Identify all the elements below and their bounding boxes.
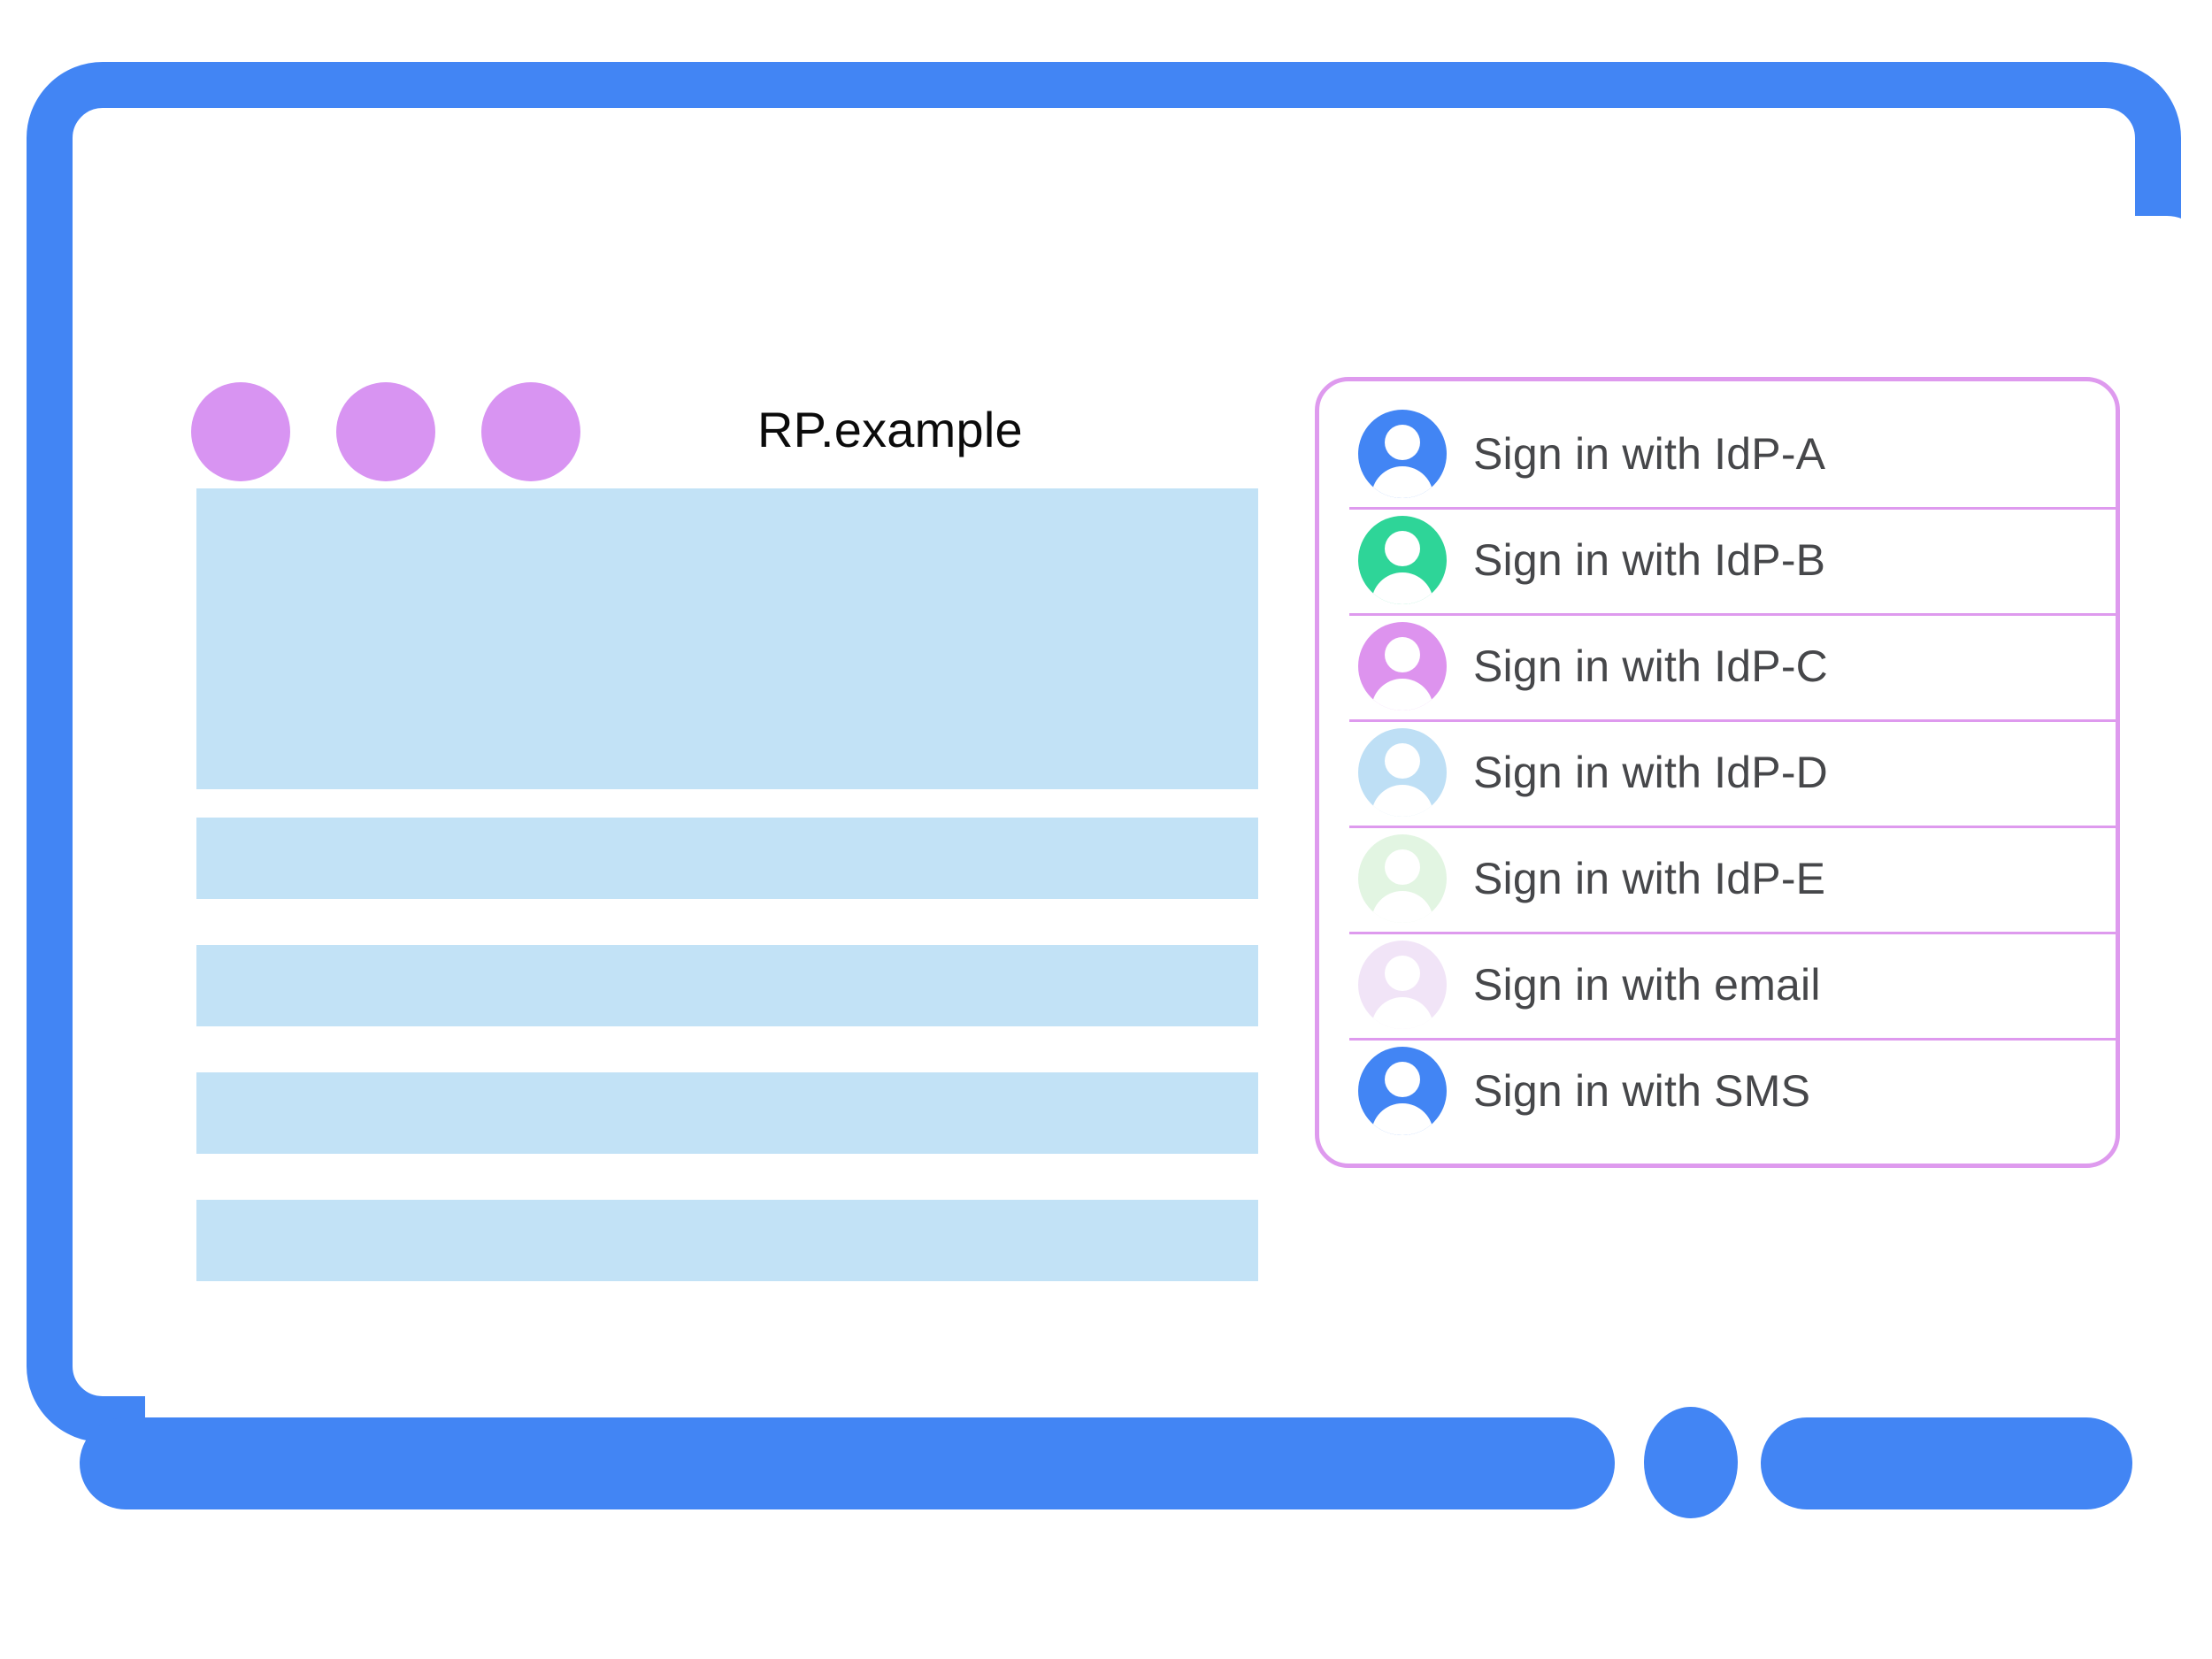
account-row[interactable]: Sign in with IdP-D <box>1319 719 2116 826</box>
avatar-head-shape <box>1385 849 1420 885</box>
avatar-body-shape <box>1371 572 1433 604</box>
avatar-body-shape <box>1371 891 1433 923</box>
person-avatar-icon <box>1358 1047 1447 1135</box>
avatar-head-shape <box>1385 425 1420 460</box>
avatar-body-shape <box>1371 1103 1433 1135</box>
account-row[interactable]: Sign in with IdP-A <box>1319 401 2116 507</box>
account-label: Sign in with IdP-B <box>1473 535 1826 585</box>
person-avatar-icon <box>1358 516 1447 604</box>
window-dot-minimize-icon[interactable] <box>336 382 435 481</box>
account-label: Sign in with IdP-C <box>1473 641 1828 691</box>
avatar-body-shape <box>1371 997 1433 1029</box>
account-label: Sign in with IdP-D <box>1473 748 1828 797</box>
avatar-body-shape <box>1371 785 1433 817</box>
account-row[interactable]: Sign in with IdP-C <box>1319 613 2116 719</box>
account-label: Sign in with email <box>1473 960 1821 1010</box>
text-bar-placeholder-3 <box>196 1072 1258 1154</box>
account-row[interactable]: Sign in with email <box>1319 932 2116 1038</box>
account-label: Sign in with IdP-E <box>1473 854 1826 903</box>
person-avatar-icon <box>1358 834 1447 923</box>
page-title: RP.example <box>757 402 1023 457</box>
text-bar-placeholder-4 <box>196 1200 1258 1281</box>
account-label: Sign in with SMS <box>1473 1066 1811 1116</box>
person-avatar-icon <box>1358 410 1447 498</box>
browser-titlebar: RP.example <box>145 216 2208 481</box>
window-dot-maximize-icon[interactable] <box>481 382 580 481</box>
account-row[interactable]: Sign in with IdP-E <box>1319 826 2116 932</box>
hero-block-placeholder <box>196 488 1258 789</box>
device-stand-right <box>1761 1417 2132 1509</box>
avatar-head-shape <box>1385 956 1420 991</box>
account-label: Sign in with IdP-A <box>1473 429 1826 479</box>
avatar-head-shape <box>1385 1062 1420 1097</box>
person-avatar-icon <box>1358 941 1447 1029</box>
window-dot-close-icon[interactable] <box>191 382 290 481</box>
avatar-head-shape <box>1385 743 1420 779</box>
text-bar-placeholder-2 <box>196 945 1258 1026</box>
person-avatar-icon <box>1358 728 1447 817</box>
account-row[interactable]: Sign in with IdP-B <box>1319 507 2116 613</box>
account-chooser-dialog: Sign in with IdP-A Sign in with IdP-B Si… <box>1315 377 2120 1168</box>
home-button[interactable] <box>1644 1407 1738 1518</box>
person-avatar-icon <box>1358 622 1447 710</box>
avatar-head-shape <box>1385 637 1420 672</box>
device-frame: RP.example Sign in with IdP-A <box>27 62 2208 1504</box>
avatar-head-shape <box>1385 531 1420 566</box>
text-bar-placeholder-1 <box>196 818 1258 899</box>
browser-screen: RP.example Sign in with IdP-A <box>145 216 2208 1504</box>
account-row[interactable]: Sign in with SMS <box>1319 1038 2116 1144</box>
device-stand-left <box>80 1417 1615 1509</box>
avatar-body-shape <box>1371 679 1433 710</box>
avatar-body-shape <box>1371 466 1433 498</box>
